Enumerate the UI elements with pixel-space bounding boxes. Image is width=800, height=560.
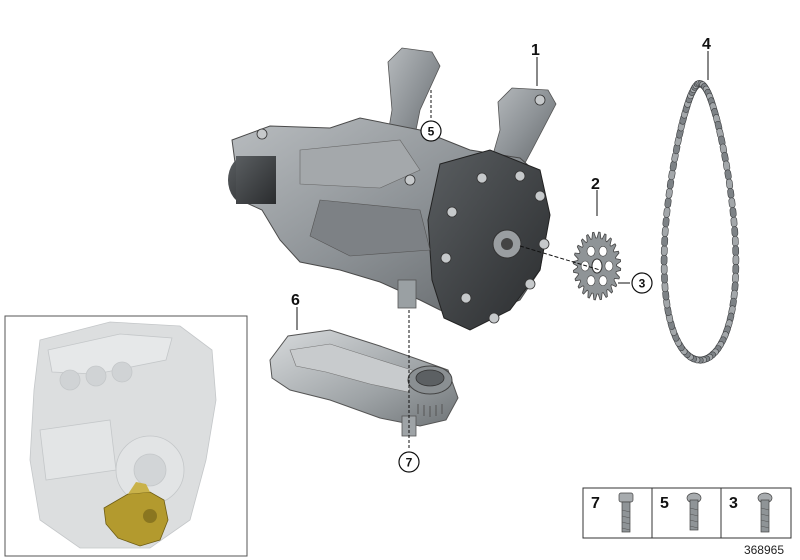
callout-1: 1 — [531, 42, 540, 59]
fastener-label-5: 5 — [660, 495, 669, 512]
drive-chain — [660, 79, 740, 364]
document-number: 368965 — [744, 543, 784, 557]
callout-7: 7 — [406, 456, 413, 470]
callout-2: 2 — [591, 176, 600, 193]
engine-ghost — [29, 321, 217, 549]
callout-3-circle: 3 — [631, 272, 653, 294]
fastener-label-7: 7 — [591, 495, 600, 512]
callout-5: 5 — [428, 125, 435, 139]
engine-location-inset — [4, 315, 248, 557]
callout-4: 4 — [702, 36, 711, 53]
oil-pump-assembly — [228, 47, 557, 331]
callout-7-circle: 7 — [398, 451, 420, 473]
oil-pump-highlight — [103, 482, 169, 547]
callout-5-circle: 5 — [420, 120, 442, 142]
torx-bolt-icon — [686, 492, 702, 531]
sprocket — [572, 231, 622, 301]
fastener-table: 7 5 3 — [582, 487, 792, 539]
hex-head-bolt-icon — [618, 492, 634, 533]
torx-bolt-icon — [757, 492, 773, 533]
fastener-label-3: 3 — [729, 495, 738, 512]
oil-baffle — [269, 329, 459, 437]
leader-lines — [296, 51, 709, 450]
callout-3: 3 — [639, 277, 646, 291]
callout-6: 6 — [291, 292, 300, 309]
